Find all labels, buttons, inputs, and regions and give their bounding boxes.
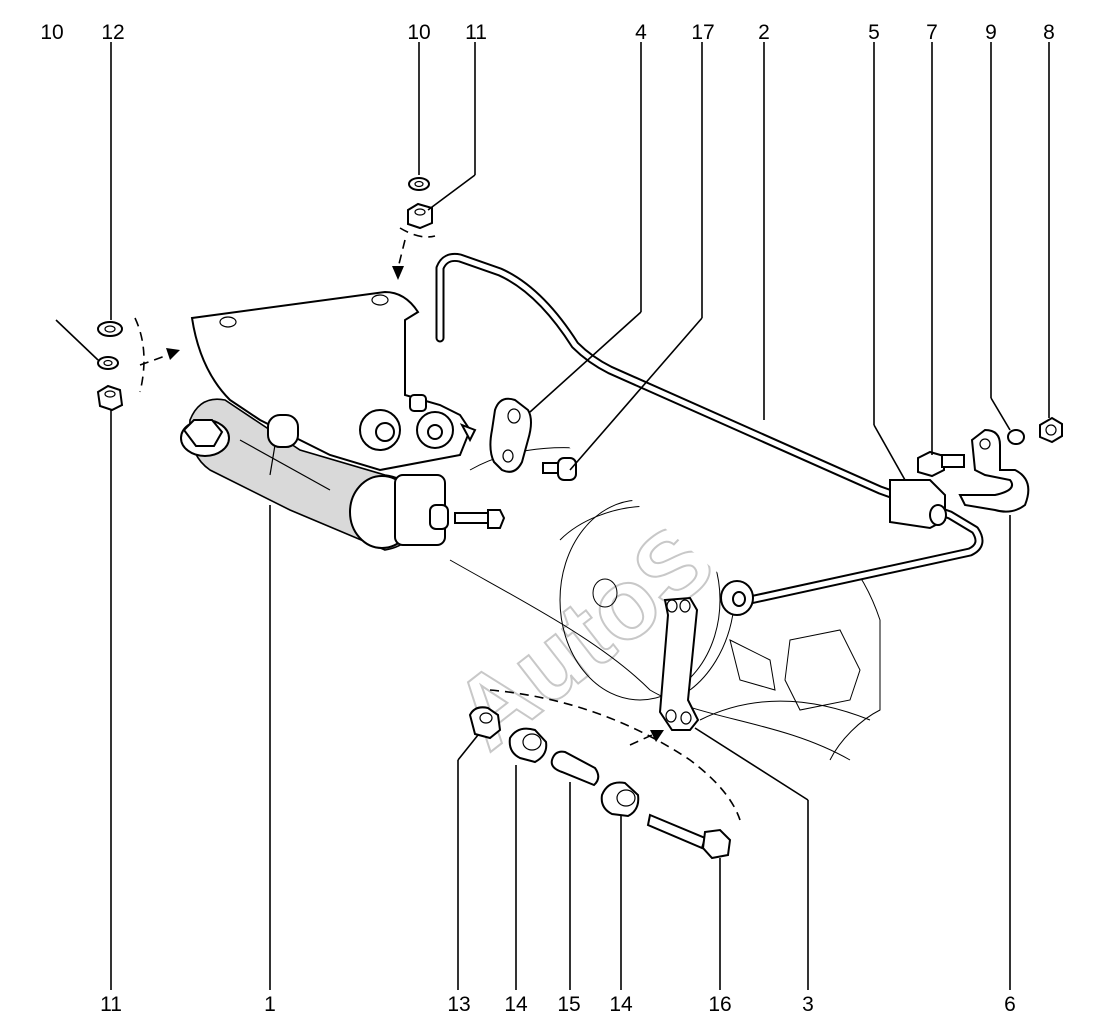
link-plate bbox=[489, 397, 532, 473]
callout-5: 5 bbox=[868, 21, 880, 44]
screw bbox=[542, 457, 577, 481]
stabilizer-bar bbox=[435, 253, 984, 605]
clamp-bracket bbox=[958, 428, 1030, 513]
valve-bolt bbox=[429, 504, 506, 530]
callout-2: 2 bbox=[758, 21, 770, 44]
callout-17: 17 bbox=[691, 21, 714, 44]
callout-9: 9 bbox=[985, 21, 997, 44]
callout-7: 7 bbox=[926, 21, 938, 44]
callout-15: 15 bbox=[557, 993, 580, 1016]
rod-end bbox=[720, 580, 754, 616]
bottom-parts bbox=[468, 706, 732, 860]
assembly-arrows bbox=[134, 227, 741, 821]
callout-10-left: 10 bbox=[40, 21, 63, 44]
callout-11-top: 11 bbox=[465, 21, 487, 44]
callout-10-top: 10 bbox=[407, 21, 430, 44]
mounting-bracket bbox=[190, 290, 477, 472]
callouts-bottom: 11 1 13 14 15 14 16 3 6 bbox=[100, 993, 1016, 1016]
callout-8: 8 bbox=[1043, 21, 1055, 44]
callouts-top: 10 12 10 11 4 17 2 5 7 9 8 bbox=[40, 21, 1055, 44]
vertical-link bbox=[658, 596, 700, 731]
callout-16: 16 bbox=[708, 993, 731, 1016]
bracket-bolt bbox=[917, 450, 965, 478]
top-fastener-stack bbox=[407, 177, 433, 230]
callout-1: 1 bbox=[264, 993, 276, 1016]
callout-14-right: 14 bbox=[609, 993, 633, 1016]
left-fastener-stack bbox=[96, 321, 124, 412]
washer bbox=[1007, 429, 1025, 445]
callout-3: 3 bbox=[802, 993, 814, 1016]
rubber-bushing bbox=[889, 479, 947, 530]
callout-12: 12 bbox=[101, 21, 124, 44]
leader-lines bbox=[55, 42, 1050, 990]
callout-4: 4 bbox=[635, 21, 647, 44]
nut bbox=[1039, 416, 1063, 444]
callout-13: 13 bbox=[447, 993, 470, 1016]
callout-6: 6 bbox=[1004, 993, 1016, 1016]
callout-11-bottom: 11 bbox=[100, 993, 122, 1016]
callout-14-left: 14 bbox=[504, 993, 528, 1016]
